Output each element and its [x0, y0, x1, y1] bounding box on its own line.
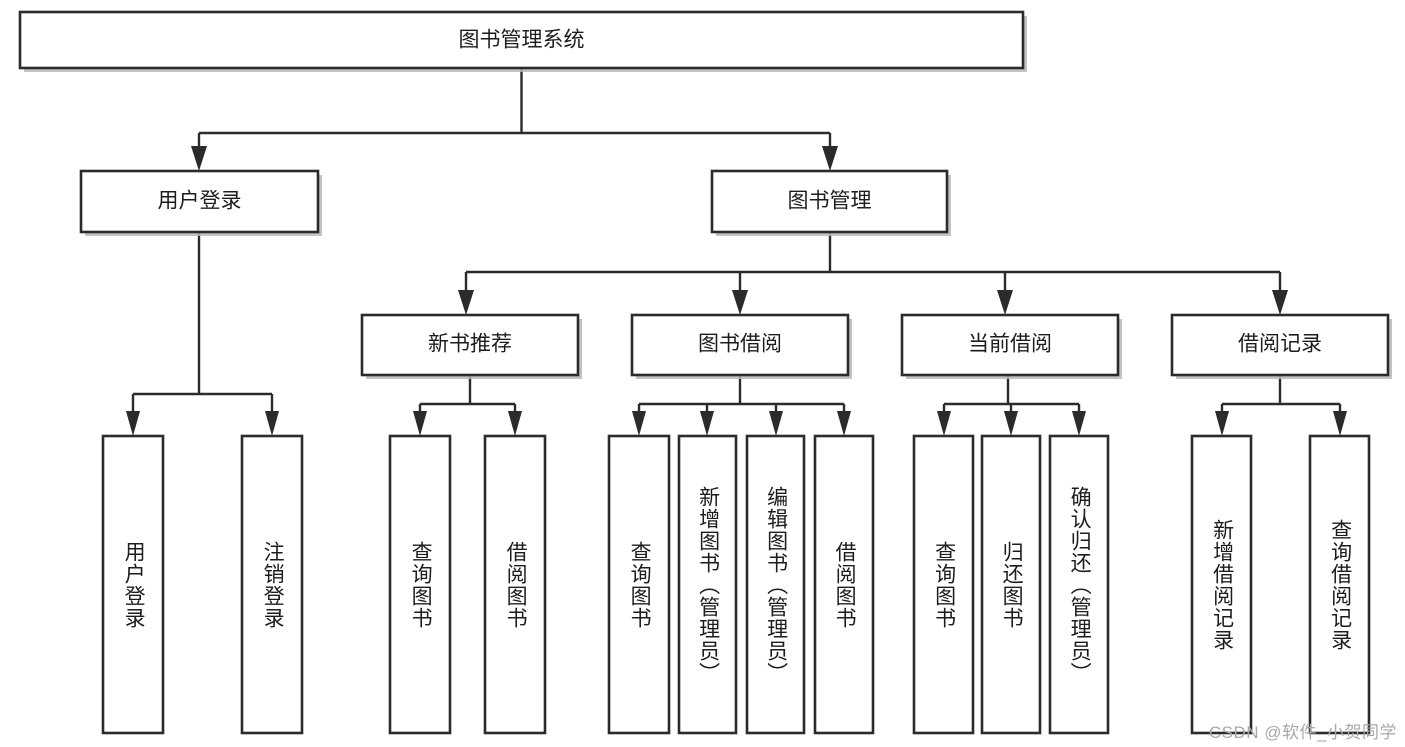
leaf-box-user-login[interactable]	[101, 434, 165, 735]
arrow-head-book-borrow	[732, 290, 748, 315]
arrow-head-leaf-confirm-return	[1072, 411, 1086, 436]
arrow-head-user-login	[191, 146, 207, 171]
node-current-borrow[interactable]: 当前借阅	[900, 313, 1122, 379]
arrow-head-leaf-edit-book	[769, 411, 783, 436]
connector-group-new-book-recommend	[413, 375, 522, 436]
leaf-box-add-book[interactable]	[677, 434, 738, 735]
leaf-box-add-borrow-record[interactable]	[1190, 434, 1253, 735]
leaf-box-borrow-book-new[interactable]	[483, 434, 547, 735]
node-current-borrow-label: 当前借阅	[968, 333, 1052, 356]
leaf-box-edit-book[interactable]	[745, 434, 806, 735]
connector-group-book-borrow	[632, 375, 851, 436]
arrow-head-leaf-query-book-current	[937, 411, 951, 436]
node-new-book-recommend-box[interactable]	[360, 313, 580, 377]
arrow-head-leaf-query-book-new	[413, 411, 427, 436]
node-new-book-recommend[interactable]: 新书推荐	[360, 313, 582, 379]
node-user-login[interactable]: 用户登录	[79, 169, 322, 236]
node-borrow-record-box[interactable]	[1170, 313, 1390, 377]
connector-group-book-management	[458, 232, 1288, 315]
leaf-box-confirm-return[interactable]	[1048, 434, 1110, 735]
node-user-login-box[interactable]	[79, 169, 320, 234]
arrow-head-leaf-borrow-book-new	[508, 411, 522, 436]
connector-group-current-borrow	[937, 375, 1086, 436]
node-book-borrow[interactable]: 图书借阅	[630, 313, 852, 379]
leaf-box-borrow-book[interactable]	[813, 434, 875, 735]
leaf-box-query-book-new[interactable]	[388, 434, 452, 735]
node-borrow-record-label: 借阅记录	[1238, 333, 1322, 356]
arrow-head-leaf-user-login	[126, 411, 140, 436]
arrow-head-current-borrow	[997, 290, 1013, 315]
leaf-box-return-book[interactable]	[980, 434, 1042, 735]
node-book-management[interactable]: 图书管理	[710, 169, 951, 236]
connector-group-root	[191, 68, 838, 171]
node-book-management-box[interactable]	[710, 169, 949, 234]
csdn-watermark: CSDN @软件_小贺同学	[1208, 723, 1397, 742]
arrow-head-leaf-logout	[265, 411, 279, 436]
node-root-box[interactable]	[18, 10, 1025, 70]
arrow-head-borrow-record	[1272, 290, 1288, 315]
arrow-head-leaf-query-borrow-record	[1333, 411, 1347, 436]
leaf-box-query-book-current[interactable]	[912, 434, 975, 735]
leaf-boxes	[101, 434, 1371, 735]
node-root[interactable]: 图书管理系统	[18, 10, 1027, 72]
arrow-head-leaf-add-borrow-record	[1215, 411, 1229, 436]
leaf-box-query-book-borrow[interactable]	[607, 434, 671, 735]
node-book-borrow-label: 图书借阅	[698, 333, 782, 356]
connector-group-borrow-record	[1215, 375, 1347, 436]
node-user-login-label: 用户登录	[158, 190, 242, 213]
connector-group-user-login	[126, 232, 279, 436]
arrow-head-book-management	[822, 146, 838, 171]
arrow-head-leaf-return-book	[1004, 411, 1018, 436]
node-book-management-label: 图书管理	[788, 190, 872, 213]
arrow-head-leaf-add-book	[700, 411, 714, 436]
node-current-borrow-box[interactable]	[900, 313, 1120, 377]
arrow-head-leaf-query-book-borrow	[632, 411, 646, 436]
arrow-head-new-book-recommend	[458, 290, 474, 315]
node-borrow-record[interactable]: 借阅记录	[1170, 313, 1392, 379]
leaf-box-query-borrow-record[interactable]	[1308, 434, 1371, 735]
leaf-box-logout[interactable]	[240, 434, 304, 735]
node-root-label: 图书管理系统	[459, 29, 585, 52]
node-new-book-recommend-label: 新书推荐	[428, 333, 512, 356]
arrow-head-leaf-borrow-book	[837, 411, 851, 436]
node-book-borrow-box[interactable]	[630, 313, 850, 377]
